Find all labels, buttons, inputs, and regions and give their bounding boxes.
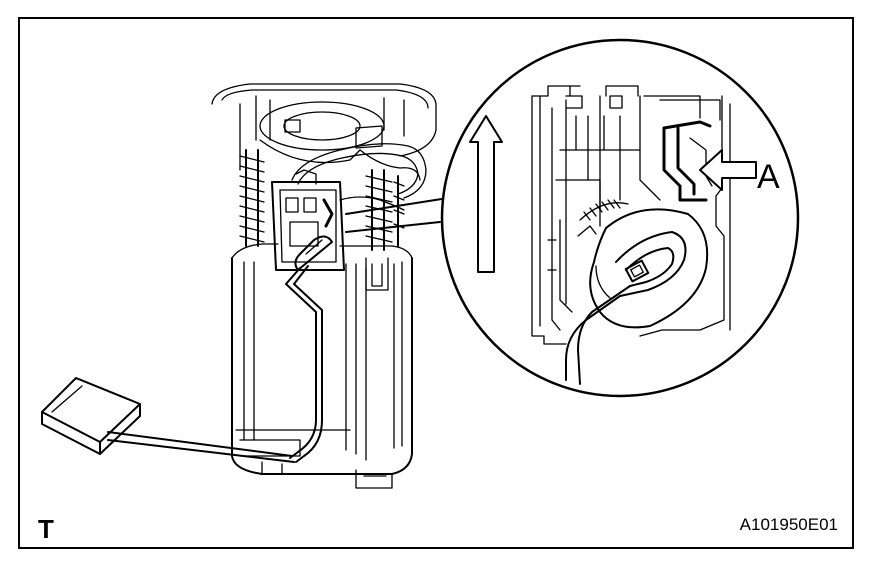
sender-resistor	[577, 199, 629, 237]
lock-tab	[662, 120, 713, 202]
figure-code: A101950E01	[740, 515, 838, 534]
float-arm	[107, 235, 333, 463]
float-arm-detail	[565, 208, 709, 385]
left-spring	[239, 149, 265, 247]
fuel-pump-assembly	[41, 83, 437, 489]
wire-harness	[291, 125, 427, 211]
detail-leader-lines	[345, 197, 449, 233]
up-arrow-icon	[469, 115, 503, 273]
sender-gauge-block	[271, 169, 345, 271]
fuel-float	[41, 377, 141, 455]
connector-housing	[531, 85, 731, 345]
pump-top-flange	[211, 83, 437, 171]
pump-canister	[231, 243, 413, 489]
detail-magnified-view: A	[440, 38, 800, 398]
callout-label-a: A	[757, 158, 780, 196]
corner-mark: T	[38, 514, 54, 544]
callout-arrow-icon	[699, 149, 757, 191]
